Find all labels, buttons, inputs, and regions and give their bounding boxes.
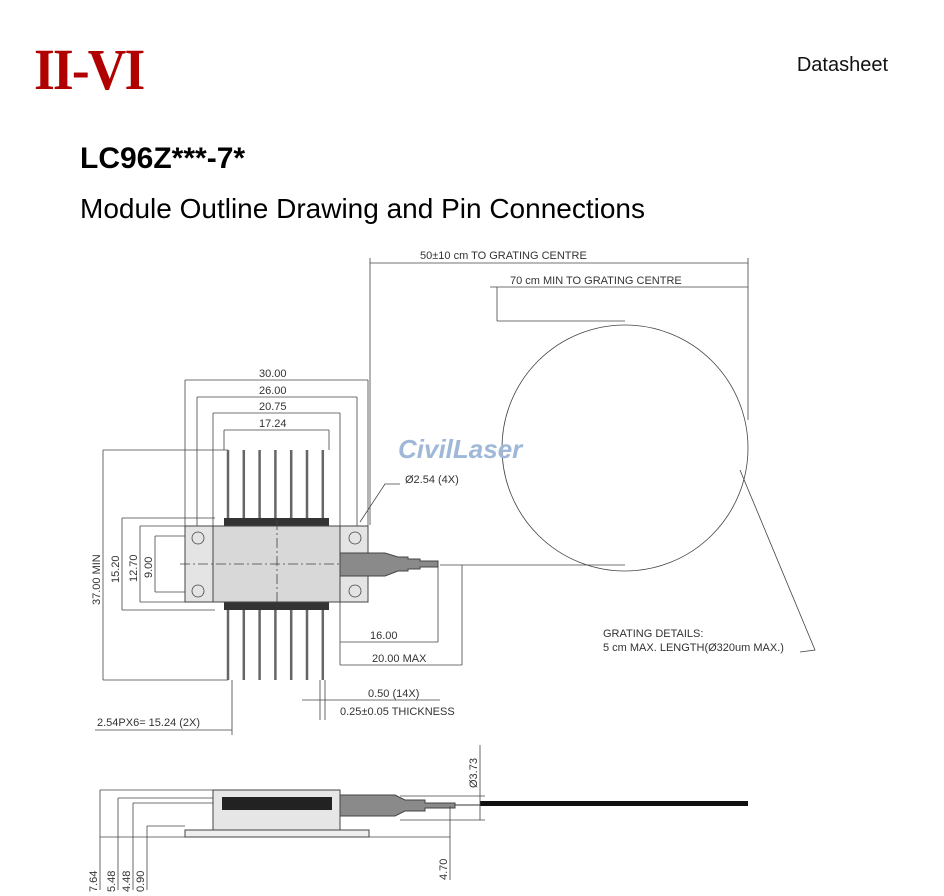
dim-w1724: 17.24	[259, 418, 287, 430]
dim-pitch: 2.54PX6= 15.24 (2X)	[97, 717, 200, 729]
dim-l20: 20.00 MAX	[372, 653, 427, 665]
grating-detail: 5 cm MAX. LENGTH(Ø320um MAX.)	[603, 642, 784, 654]
fiber-coil	[501, 324, 749, 572]
package-side-view	[99, 745, 748, 890]
dim-h900: 9.00	[143, 557, 155, 578]
company-logo: II-VI	[34, 37, 145, 102]
doc-type-label: Datasheet	[796, 54, 888, 76]
dim-s448: 4.48	[121, 871, 133, 892]
dim-h1270: 12.70	[128, 554, 140, 582]
dim-pin-width: 0.50 (14X)	[368, 688, 419, 700]
grating-title: GRATING DETAILS:	[603, 628, 703, 640]
dim-s548: 5.48	[106, 871, 118, 892]
dim-l16: 16.00	[370, 630, 398, 642]
dim-w30: 30.00	[259, 368, 287, 380]
package-top-view	[180, 450, 439, 680]
dim-s764: 7.64	[88, 871, 100, 892]
dim-pin-thickness: 0.25±0.05 THICKNESS	[340, 706, 455, 718]
dim-w2075: 20.75	[259, 401, 287, 413]
dim-h37: 37.00 MIN	[91, 554, 103, 605]
dim-s373: Ø3.73	[468, 758, 480, 788]
dim-s470: 4.70	[438, 859, 450, 880]
mount-hole-icons	[191, 531, 362, 598]
dim-h1520: 15.20	[110, 555, 122, 583]
dim-fiber-min: 70 cm MIN TO GRATING CENTRE	[510, 275, 682, 287]
dim-fiber-grating: 50±10 cm TO GRATING CENTRE	[420, 250, 587, 262]
dim-s090: 0.90	[135, 871, 147, 892]
watermark: CivilLaser	[398, 434, 524, 464]
dim-hole: Ø2.54 (4X)	[405, 474, 459, 486]
page-subtitle: Module Outline Drawing and Pin Connectio…	[80, 193, 645, 224]
dim-lines	[95, 258, 816, 735]
page-title: LC96Z***-7*	[80, 142, 246, 175]
dim-w26: 26.00	[259, 385, 287, 397]
